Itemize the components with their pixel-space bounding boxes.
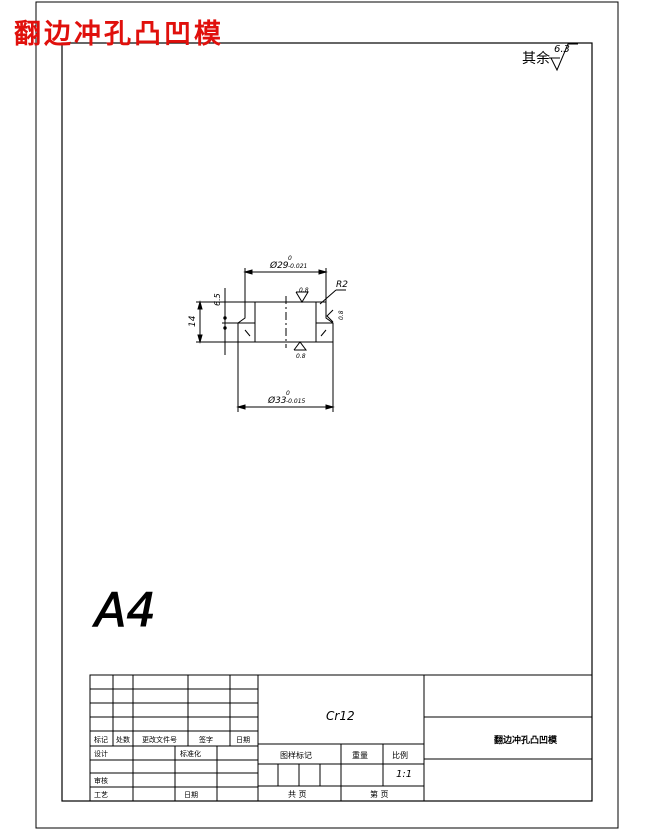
title-block [89, 674, 593, 802]
dimension-texts: Ø29 0 -0.021 Ø33 0 -0.015 14 6.5 R2 0.8 … [188, 255, 348, 406]
title-block-texts: 标记 处数 更改文件号 签字 日期 设计 标准化 审核 工艺 日期 Cr12 图… [94, 709, 558, 799]
stage-mark-label: 图样标记 [280, 750, 312, 760]
scale-label: 比例 [392, 750, 408, 760]
dim-step-dot-b [223, 326, 227, 330]
dim-top-arrow-left [243, 269, 253, 275]
roughness-note-label: 其余 [522, 50, 550, 67]
dim-height-step: 6.5 [213, 293, 222, 306]
part-section-view [196, 268, 346, 412]
dim-bottom-lower: -0.015 [286, 398, 306, 405]
roughness-note-value: 6.3 [554, 44, 570, 55]
sign-standard-label: 标准化 [180, 749, 201, 758]
dim-h-arrow-top [197, 300, 203, 310]
rev-header-mark: 标记 [94, 735, 108, 744]
roughness-note: 其余 6.3 [522, 43, 578, 72]
rev-header-sign: 签字 [199, 735, 213, 744]
material-label: Cr12 [326, 709, 355, 723]
finish-side-symbol [326, 309, 334, 323]
dim-top-lower: -0.021 [288, 263, 307, 270]
dim-top-text: Ø29 [269, 260, 289, 271]
craft-label: 工艺 [94, 791, 108, 799]
sheet-no-label: 第 页 [370, 789, 389, 799]
finish-side-label: 0.8 [338, 310, 345, 320]
roughness-symbol [550, 43, 578, 72]
part-name-label: 翻边冲孔凸凹模 [494, 734, 558, 746]
dim-bottom-text: Ø33 [267, 395, 287, 406]
review-label: 审核 [94, 776, 108, 785]
finish-bottom-label: 0.8 [296, 353, 306, 360]
dim-height-total: 14 [188, 315, 198, 327]
radius-label: R2 [336, 280, 348, 290]
dim-top-upper: 0 [288, 255, 292, 262]
rev-header-count: 处数 [116, 735, 130, 744]
finish-top-label: 0.8 [299, 287, 309, 294]
dim-bottom-upper: 0 [286, 390, 290, 397]
inner-frame [61, 42, 593, 802]
date-label: 日期 [184, 791, 198, 799]
rev-header-date: 日期 [236, 736, 250, 744]
rev-header-docno: 更改文件号 [142, 735, 177, 744]
paper-size-label: A4 [92, 583, 156, 637]
weight-label: 重量 [352, 750, 368, 760]
sheet-total-label: 共 页 [288, 790, 307, 799]
chamfer-right [320, 329, 327, 337]
scale-value: 1:1 [396, 769, 412, 780]
dim-step-dot-a [223, 316, 227, 320]
finish-top-symbol [295, 291, 309, 303]
dim-h-arrow-bottom [197, 334, 203, 344]
outer-border [35, 1, 619, 829]
finish-bottom-symbol [293, 341, 307, 351]
drawing-heading: 翻边冲孔凸凹模 [14, 19, 224, 50]
radius-leader [319, 289, 337, 305]
chamfer-left [244, 329, 251, 337]
dim-bottom-arrow-right [325, 404, 335, 410]
sign-design-label: 设计 [94, 749, 108, 758]
dim-top-arrow-right [318, 269, 328, 275]
dim-bottom-arrow-left [236, 404, 246, 410]
